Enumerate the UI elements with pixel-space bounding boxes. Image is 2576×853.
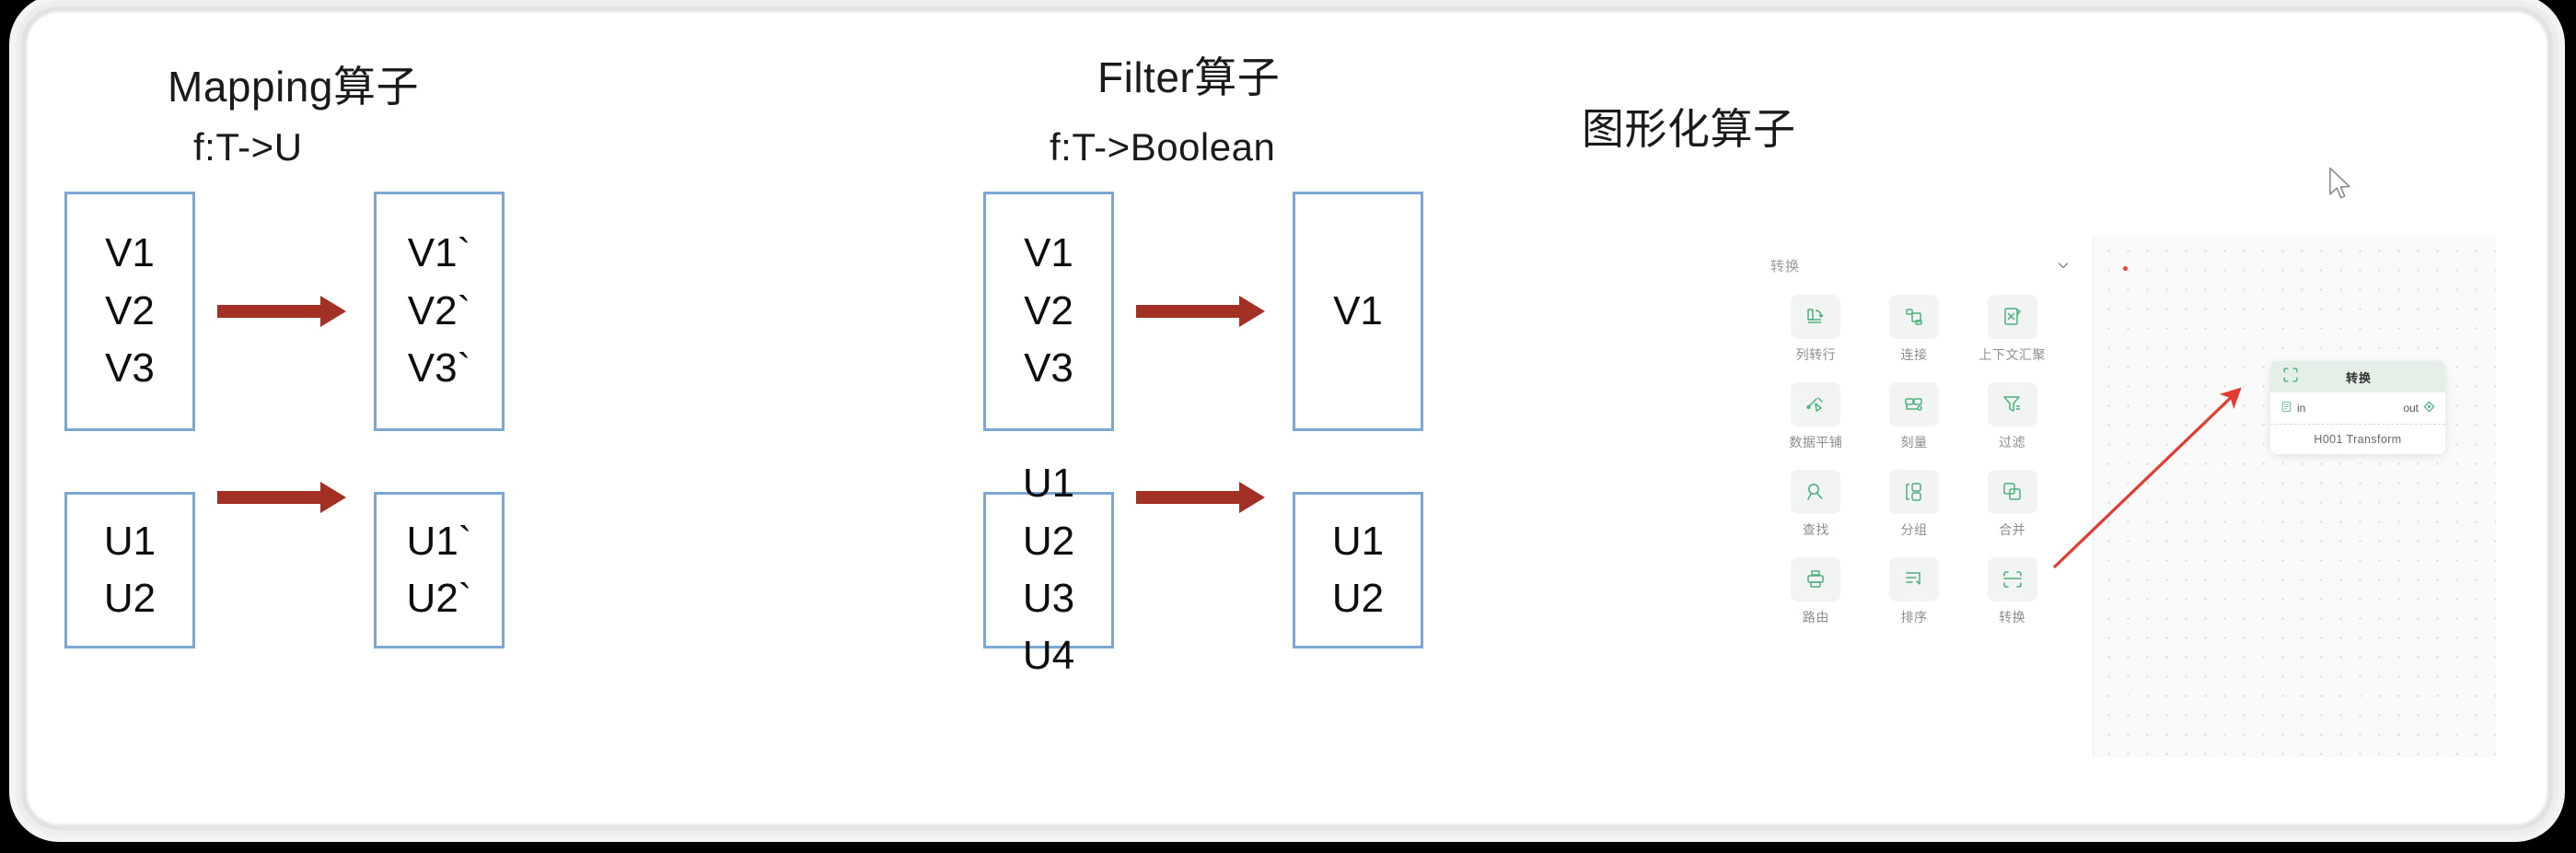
box-cell: U3 (1022, 576, 1075, 621)
palette-item-join[interactable]: 连接 (1865, 295, 1964, 364)
palette-item-flatten[interactable]: 数据平铺 (1767, 382, 1865, 451)
node-out-port[interactable]: out (2403, 401, 2435, 415)
palette-group-title: 转换 (1770, 258, 1801, 275)
palette-item-label: 查找 (1802, 522, 1829, 537)
filter-row2-arrow (1136, 491, 1241, 504)
palette-item-merge[interactable]: 合并 (1963, 470, 2061, 539)
mapping-section-signature: f:T->U (193, 125, 303, 169)
palette-item-label: 上下文汇聚 (1978, 347, 2046, 362)
operator-palette-panel: 转换 (1735, 236, 2093, 757)
palette-item-label: 合并 (1999, 522, 2026, 537)
flatten-icon (1791, 382, 1841, 426)
screen-frame: Mapping算子 f:T->U V1 V2 V3 V1` V2` V3` U1… (28, 13, 2547, 824)
palette-icon-grid: 列转行 连接 (1735, 295, 2093, 626)
box-cell: U1` (406, 518, 472, 564)
canvas-marker-dot (2123, 266, 2128, 271)
box-cell: V1` (407, 230, 471, 276)
palette-item-search[interactable]: 查找 (1767, 470, 1865, 539)
group-icon (1888, 470, 1939, 514)
palette-group-header[interactable]: 转换 (1735, 245, 2093, 282)
merge-icon (1987, 470, 2037, 514)
palette-item-context-aggregate[interactable]: 上下文汇聚 (1963, 295, 2061, 364)
search-icon (1791, 470, 1841, 514)
palette-item-label: 列转行 (1795, 347, 1837, 362)
sort-icon (1888, 557, 1939, 602)
app-screenshot: 转换 (1735, 236, 2496, 757)
palette-item-measure[interactable]: 刻量 (1865, 382, 1964, 451)
box-cell: U2 (103, 576, 157, 621)
palette-item-label: 数据平铺 (1789, 435, 1843, 450)
box-cell: U4 (1022, 633, 1075, 679)
chevron-down-icon[interactable] (2056, 258, 2071, 273)
mapping-row1-arrow (217, 305, 322, 318)
box-cell: V2 (105, 287, 155, 333)
transform-icon (2281, 366, 2300, 389)
palette-item-pivot[interactable]: 列转行 (1767, 295, 1865, 364)
mapping-row2-source-box: U1 U2 (64, 492, 195, 649)
filter-row1-target-box: V1 (1293, 192, 1423, 431)
pivot-icon (1791, 295, 1841, 339)
box-cell: V1 (105, 230, 155, 276)
join-icon (1888, 295, 1939, 339)
filter-section-signature: f:T->Boolean (1050, 125, 1276, 169)
filter-section-title: Filter算子 (1097, 53, 1281, 101)
palette-item-route[interactable]: 路由 (1767, 557, 1865, 626)
filter-row2-source-box: U1 U2 U3 U4 (983, 461, 1114, 678)
mapping-row2-arrow (217, 491, 322, 504)
box-cell: U1 (103, 518, 157, 564)
box-cell: V3 (105, 345, 155, 391)
box-cell: U2 (1331, 576, 1385, 621)
filter-funnel-icon (1987, 382, 2037, 426)
box-cell: V2` (407, 287, 471, 333)
palette-item-sort[interactable]: 排序 (1865, 557, 1964, 626)
node-in-port[interactable]: in (2280, 401, 2305, 415)
box-cell: V1 (1333, 287, 1383, 333)
out-port-label: out (2403, 402, 2419, 415)
palette-item-transform[interactable]: 转换 (1963, 557, 2061, 626)
box-cell: V3 (1024, 345, 1073, 391)
box-cell: U1 (1022, 461, 1075, 507)
in-port-label: in (2297, 402, 2306, 415)
box-cell: U2 (1022, 518, 1075, 564)
route-icon (1791, 557, 1841, 602)
mapping-row1-source-box: V1 V2 V3 (64, 192, 195, 431)
node-ports-row: in out (2270, 392, 2445, 424)
palette-item-label: 刻量 (1900, 435, 1928, 450)
filter-row2-target-box: U1 U2 (1293, 492, 1423, 649)
context-aggregate-icon (1987, 295, 2037, 339)
palette-item-label: 路由 (1802, 610, 1829, 625)
mapping-row1-target-box: V1` V2` V3` (374, 192, 505, 431)
mapping-row2-target-box: U1` U2` (374, 492, 505, 649)
mouse-pointer-icon (2329, 167, 2350, 199)
filter-row1-arrow (1136, 305, 1241, 318)
palette-item-label: 分组 (1900, 522, 1928, 537)
in-port-icon (2280, 401, 2292, 415)
palette-item-label: 连接 (1900, 347, 1928, 362)
box-cell: U1 (1331, 518, 1385, 564)
box-cell: U2` (406, 576, 472, 621)
graphical-section-title: 图形化算子 (1582, 105, 1796, 153)
palette-item-label: 排序 (1900, 610, 1928, 625)
transform-icon (1987, 557, 2037, 602)
palette-item-label: 过滤 (1999, 435, 2026, 450)
node-footer-label: H001 Transform (2270, 424, 2445, 454)
flow-canvas[interactable]: 转换 in (2093, 236, 2496, 757)
node-title: 转换 (2345, 370, 2372, 385)
measure-icon (1888, 382, 1939, 426)
mapping-section-title: Mapping算子 (168, 63, 419, 111)
box-cell: V2 (1024, 287, 1073, 333)
out-port-icon (2423, 401, 2435, 415)
palette-item-group[interactable]: 分组 (1865, 470, 1964, 539)
box-cell: V1 (1024, 230, 1073, 276)
flow-node-transform[interactable]: 转换 in (2270, 361, 2445, 454)
palette-item-filter[interactable]: 过滤 (1963, 382, 2061, 451)
filter-row1-source-box: V1 V2 V3 (983, 192, 1114, 431)
node-header: 转换 (2270, 361, 2445, 392)
palette-item-label: 转换 (1999, 610, 2026, 625)
box-cell: V3` (407, 345, 471, 391)
